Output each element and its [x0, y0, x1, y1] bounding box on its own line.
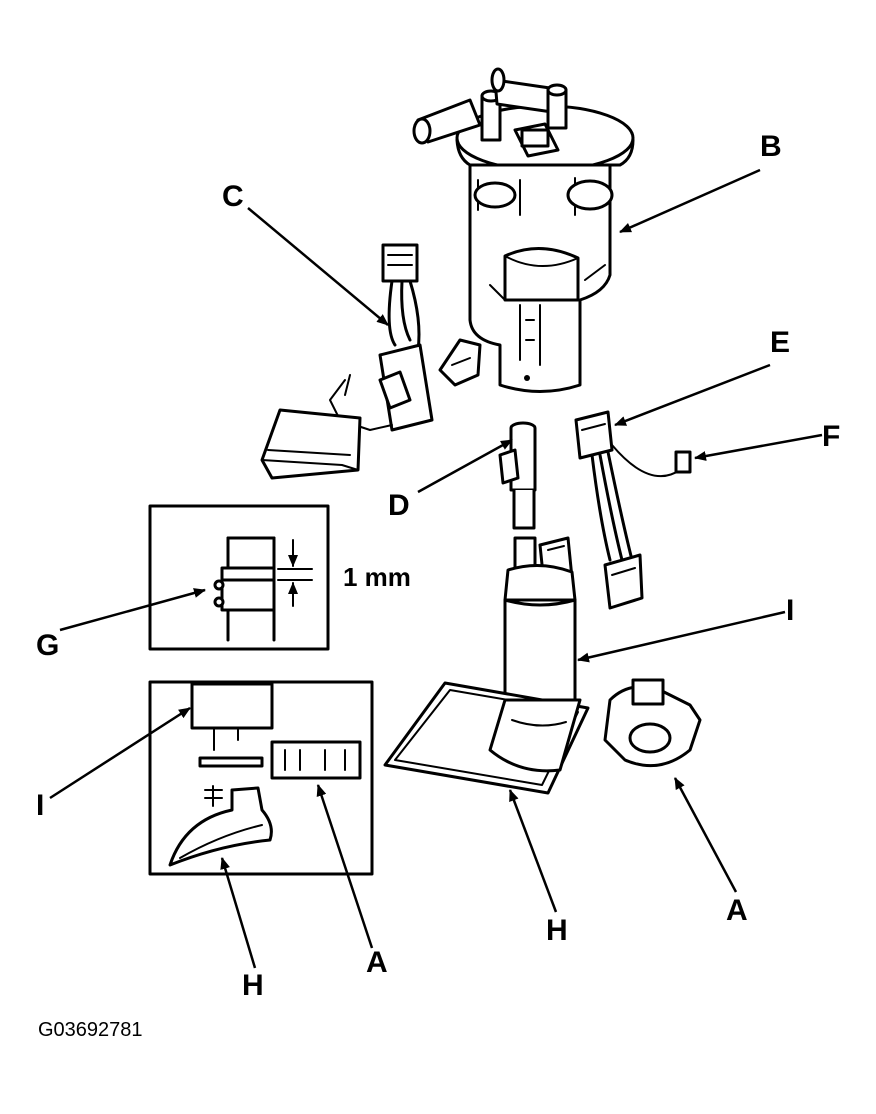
label-i-inset: I	[36, 789, 44, 822]
label-a-main: A	[726, 894, 748, 927]
fuel-pump-main	[503, 536, 577, 708]
label-d: D	[388, 489, 410, 522]
inset-assembly	[148, 680, 374, 876]
strainer-main	[383, 681, 590, 795]
label-dimension: 1 mm	[343, 562, 411, 592]
label-h-inset: H	[242, 969, 264, 1002]
figure-code: G03692781	[38, 1019, 143, 1041]
leader-lines	[49, 168, 823, 969]
fuel-level-sender	[260, 243, 434, 480]
label-i-main: I	[786, 594, 794, 627]
label-e: E	[770, 326, 790, 359]
fuel-tube-d	[498, 421, 537, 530]
label-c: C	[222, 180, 244, 213]
label-b: B	[760, 130, 782, 163]
label-g: G	[36, 629, 59, 662]
label-a-inset: A	[366, 946, 388, 979]
retaining-clip-main	[603, 678, 702, 768]
inset-clearance-g	[148, 504, 330, 651]
wire-harness-e	[574, 410, 692, 610]
retainer-clip-small	[438, 338, 482, 387]
label-f: F	[822, 420, 840, 453]
fuel-pump-module-housing	[412, 67, 635, 393]
label-h-main: H	[546, 914, 568, 947]
